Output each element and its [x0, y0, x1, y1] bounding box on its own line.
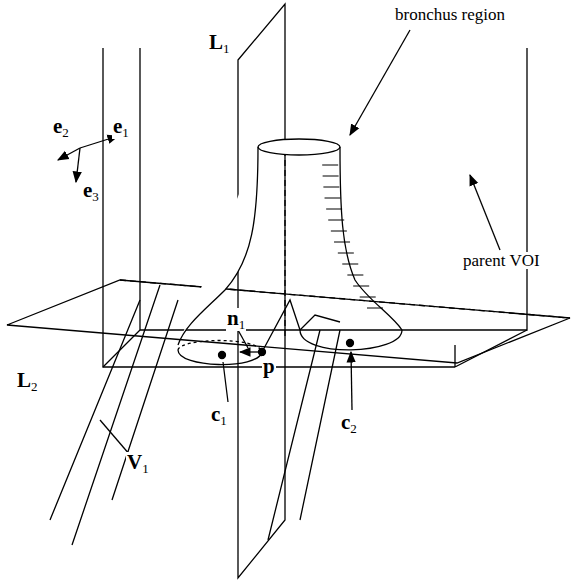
leader-voi	[470, 175, 500, 250]
symbol-label: L2	[16, 370, 39, 393]
leader-c2	[351, 352, 352, 410]
plane-l2-hidden	[120, 280, 570, 318]
plane-l2	[7, 280, 570, 363]
callout-label: bronchus region	[394, 6, 506, 23]
vector-e2	[58, 148, 80, 160]
bronchus-wall-left	[178, 147, 258, 345]
callout-label: parent VOI	[462, 252, 541, 269]
v1-lines	[50, 285, 178, 545]
leader-v1	[100, 420, 130, 455]
symbol-label: e2	[52, 116, 70, 139]
v1-lines	[268, 330, 340, 540]
leader-n1	[238, 330, 248, 348]
normal-n1	[240, 351, 262, 352]
symbol-label: c1	[210, 404, 228, 427]
bronchus-branch-right	[300, 330, 402, 350]
leader-bronchus	[350, 30, 410, 135]
symbol-label: V1	[126, 452, 150, 475]
centre-c1	[219, 352, 226, 359]
carina	[262, 300, 300, 352]
centre-c2	[347, 340, 354, 347]
bronchus-branch-left-hidden	[178, 341, 262, 353]
symbol-label: p	[262, 356, 276, 377]
plane-l1	[238, 4, 285, 578]
wall-hatching	[322, 165, 383, 308]
bronchus-top	[258, 139, 340, 155]
symbol-label: c2	[340, 412, 358, 435]
symbol-label: e1	[112, 116, 130, 139]
symbol-label: e3	[82, 180, 100, 203]
bronchus-wall-right	[340, 147, 402, 330]
symbol-label: L1	[208, 32, 231, 55]
leader-c1	[223, 362, 228, 402]
symbol-label: n1	[226, 308, 246, 331]
bronchus-notch	[300, 315, 340, 330]
bronchus-branch-left	[178, 350, 262, 365]
vector-e3	[76, 148, 80, 182]
